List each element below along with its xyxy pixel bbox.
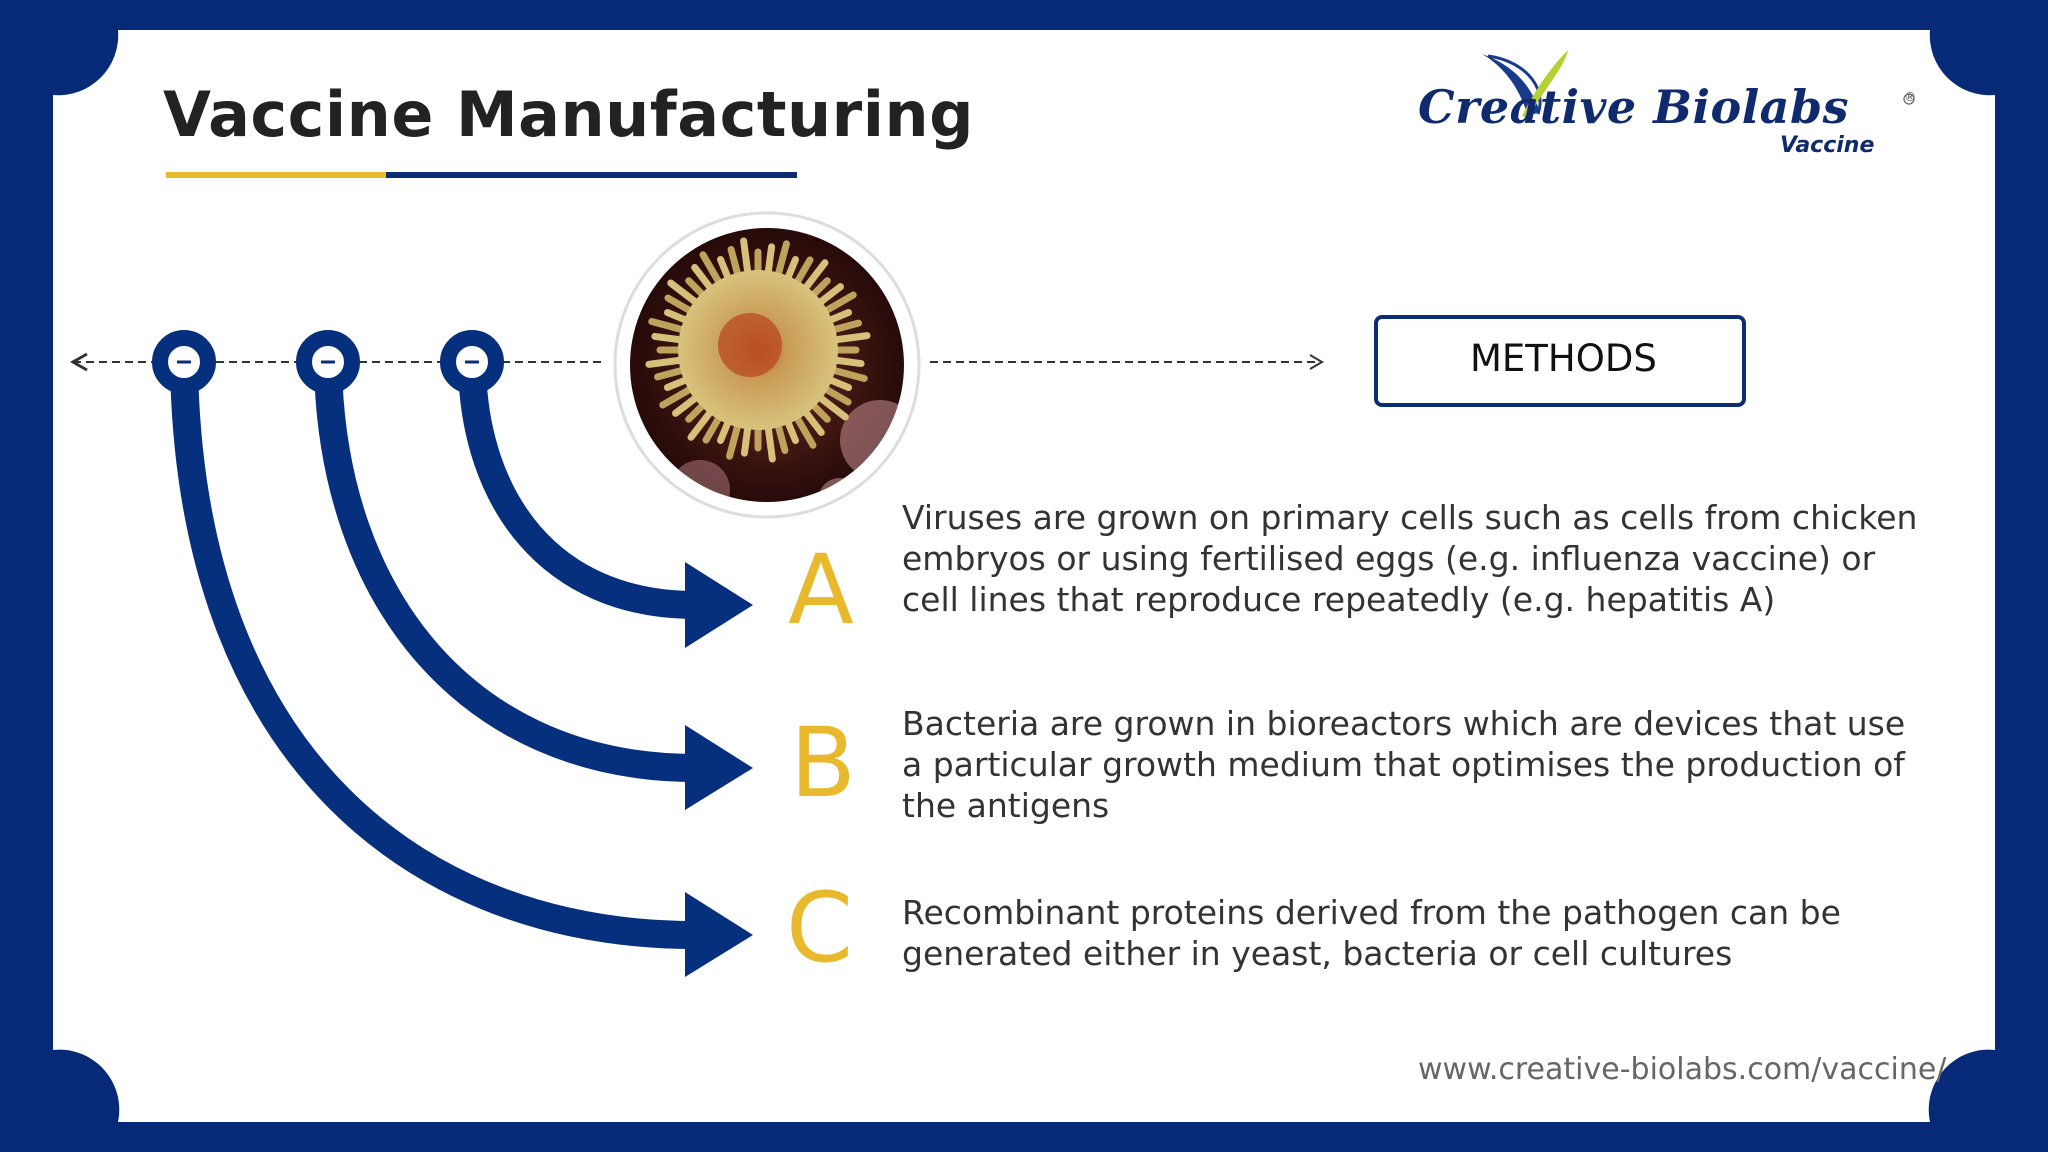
method-text-a: Viruses are grown on primary cells such … xyxy=(902,498,1918,619)
curved-arrow-c xyxy=(170,364,753,977)
white-card xyxy=(53,30,1995,1122)
method-letter-b: B xyxy=(790,707,856,819)
title-underline-navy xyxy=(386,172,797,178)
node-b xyxy=(296,330,360,394)
leaf-sprout-icon xyxy=(1482,50,1915,118)
methods-label: METHODS xyxy=(1470,337,1657,380)
title-underline-gold xyxy=(166,172,386,178)
logo-registered-mark: ® xyxy=(1904,90,1916,104)
node-a xyxy=(440,330,504,394)
node-c xyxy=(152,330,216,394)
virus-particle-image xyxy=(613,211,921,519)
logo-subtitle: Vaccine xyxy=(1780,133,1875,158)
logo-wordmark: Creative Biolabs xyxy=(1418,80,1850,134)
page-title: Vaccine Manufacturing xyxy=(163,78,974,151)
method-letter-c: C xyxy=(786,872,854,984)
method-text-b: Bacteria are grown in bioreactors which … xyxy=(902,704,1906,825)
axis-arrowhead-right xyxy=(1309,354,1324,370)
method-letter-a: A xyxy=(788,534,854,646)
curved-arrow-a xyxy=(458,364,753,648)
method-text-c: Recombinant proteins derived from the pa… xyxy=(902,893,1841,973)
curved-arrow-b xyxy=(314,364,753,810)
website-url: www.creative-biolabs.com/vaccine/ xyxy=(1418,1052,1947,1087)
methods-box xyxy=(1374,315,1746,407)
